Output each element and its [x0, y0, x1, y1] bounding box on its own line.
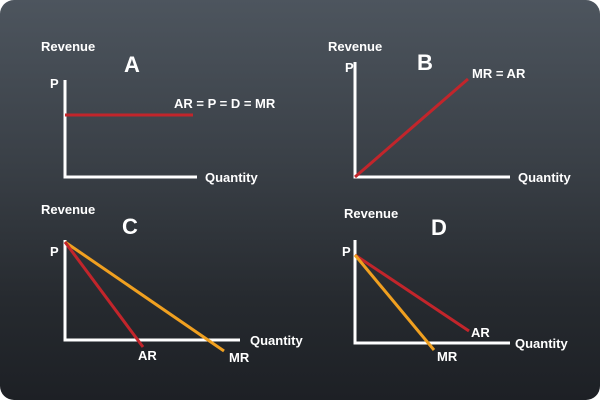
panel-a-p-label: P: [50, 76, 59, 91]
panel-d-p-label: P: [342, 244, 351, 259]
panel-d-y-axis-title: Revenue: [344, 206, 398, 221]
panel-a-x-axis-title: Quantity: [205, 170, 258, 185]
panel-c-mr-line: [64, 240, 225, 353]
panel-c-ar-line: [63, 241, 145, 348]
panel-d: Revenue D P AR MR Quantity: [342, 206, 568, 364]
panel-d-letter: D: [431, 215, 447, 240]
panel-b-y-axis-title: Revenue: [328, 39, 382, 54]
panel-d-ar-label: AR: [471, 325, 490, 340]
panel-c-mr-label: MR: [229, 350, 250, 365]
panel-c-ar-label: AR: [138, 348, 157, 363]
panel-b-x-axis-title: Quantity: [518, 170, 571, 185]
panel-a: Revenue A P AR = P = D = MR Quantity: [41, 39, 276, 185]
panel-b-letter: B: [417, 50, 433, 75]
panel-a-letter: A: [124, 52, 140, 77]
panel-d-axes: [353, 240, 510, 345]
panel-a-line-label: AR = P = D = MR: [174, 96, 276, 111]
panel-b: Revenue B P MR = AR Quantity: [328, 39, 571, 185]
panel-c-x-axis-title: Quantity: [250, 333, 303, 348]
panel-c-y-axis-title: Revenue: [41, 202, 95, 217]
panel-b-line-label: MR = AR: [472, 66, 526, 81]
panel-b-p-label: P: [345, 60, 354, 75]
panel-c: Revenue C P AR MR Quantity: [41, 202, 303, 365]
panel-d-ar-line: [354, 253, 470, 333]
panel-d-mr-label: MR: [437, 349, 458, 364]
panel-a-y-axis-title: Revenue: [41, 39, 95, 54]
panel-c-p-label: P: [50, 244, 59, 259]
panel-b-mr-ar-line: [354, 77, 469, 179]
panel-c-letter: C: [122, 214, 138, 239]
panel-a-axes: [63, 80, 197, 179]
panel-d-mr-line: [353, 254, 436, 351]
panel-c-axes: [63, 240, 240, 342]
panel-d-x-axis-title: Quantity: [515, 336, 568, 351]
